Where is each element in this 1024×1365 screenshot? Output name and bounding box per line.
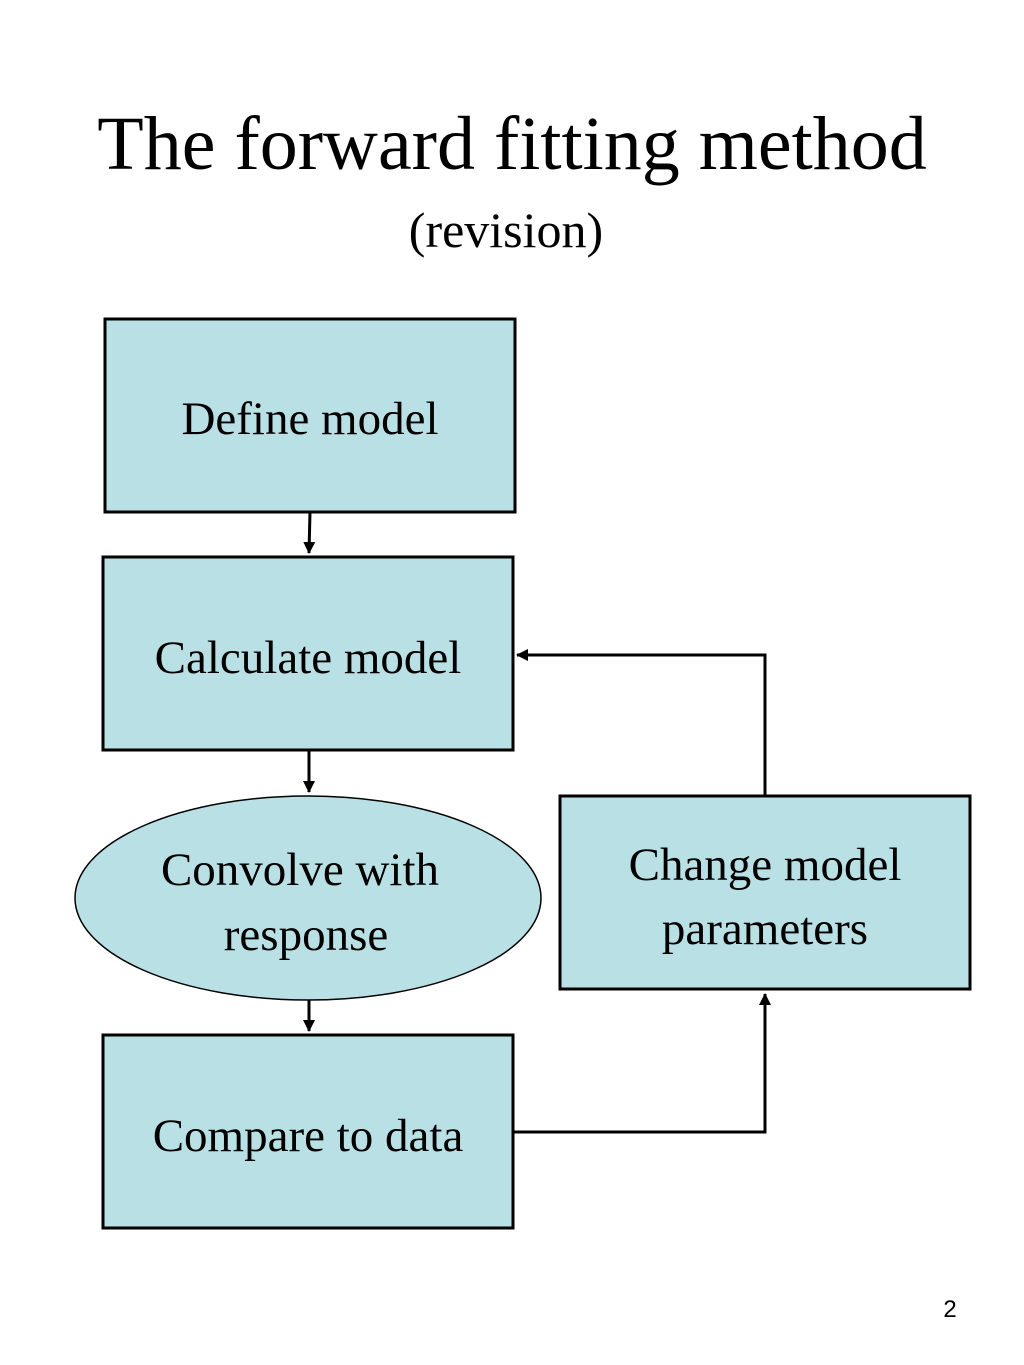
node-define-model-label: Define model xyxy=(181,393,438,445)
svg-text:Compare to data: Compare to data xyxy=(153,1110,464,1162)
slide-subtitle: (revision) xyxy=(408,202,604,258)
svg-text:Convolve with: Convolve with xyxy=(161,844,439,896)
node-change-label-line-1: Change model xyxy=(629,839,902,891)
node-compare-label: Compare to data xyxy=(153,1110,464,1162)
svg-text:parameters: parameters xyxy=(662,903,868,955)
svg-text:Define model: Define model xyxy=(181,393,438,445)
node-convolve-with-response: Convolve with response xyxy=(74,795,542,1001)
node-compare-to-data: Compare to data xyxy=(101,1033,515,1230)
node-change-label-line-2: parameters xyxy=(662,903,868,955)
node-convolve-label-line-1: Convolve with xyxy=(161,844,439,896)
edge-change-to-calculate xyxy=(516,649,767,796)
svg-text:Change model: Change model xyxy=(629,839,902,891)
node-calculate-model: Calculate model xyxy=(101,555,515,752)
node-convolve-label-line-2: response xyxy=(224,909,388,961)
page-number: 2 xyxy=(943,1296,957,1323)
slide-title: The forward fitting method xyxy=(97,102,927,186)
edge-compare-to-change xyxy=(513,993,771,1134)
node-define-model: Define model xyxy=(103,317,517,514)
svg-text:Calculate model: Calculate model xyxy=(155,632,462,684)
svg-text:response: response xyxy=(224,909,388,961)
edge-define-to-calculate xyxy=(303,511,316,554)
node-calculate-model-label: Calculate model xyxy=(155,632,462,684)
node-change-model-parameters: Change model parameters xyxy=(558,794,972,991)
